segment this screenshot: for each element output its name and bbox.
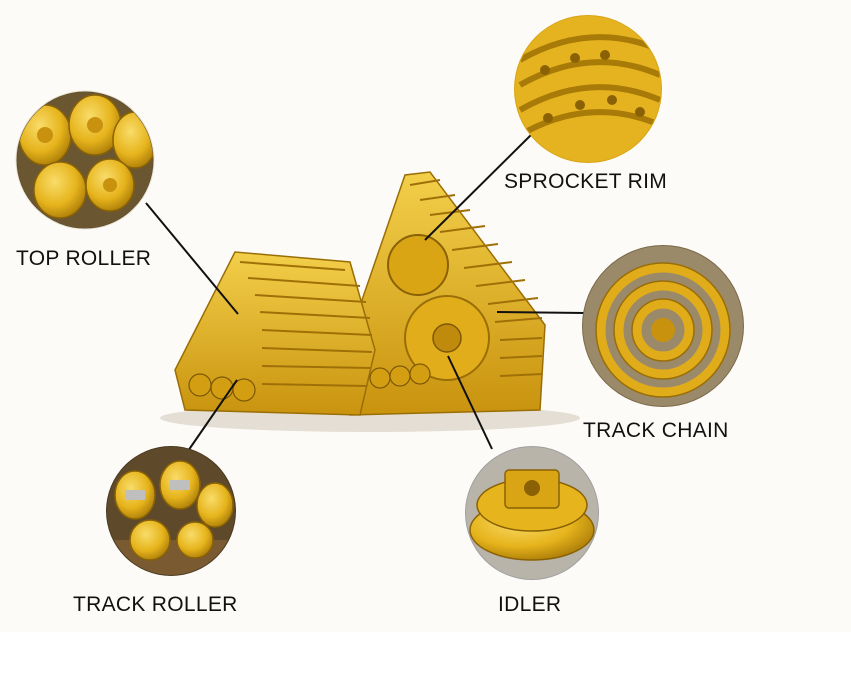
track-chain-inset-image	[582, 245, 744, 407]
leader-top-roller	[145, 202, 239, 315]
idler-inset-image	[465, 446, 599, 580]
top-roller-label: TOP ROLLER	[16, 247, 152, 270]
track-chain-label: TRACK CHAIN	[583, 419, 729, 442]
track-roller-label: TRACK ROLLER	[73, 593, 238, 616]
top-roller-inset-image	[15, 90, 155, 230]
leader-lines	[145, 129, 586, 452]
leader-sprocket-rim	[424, 129, 537, 241]
idler-label: IDLER	[498, 593, 562, 616]
leader-track-roller	[187, 379, 238, 452]
sprocket-rim-label: SPROCKET RIM	[504, 170, 668, 193]
undercarriage-assembly-image	[160, 171, 580, 432]
track-roller-inset-image	[106, 446, 236, 576]
leader-track-chain	[496, 311, 586, 314]
sprocket-rim-inset-image	[514, 15, 662, 163]
leader-idler	[447, 355, 493, 450]
